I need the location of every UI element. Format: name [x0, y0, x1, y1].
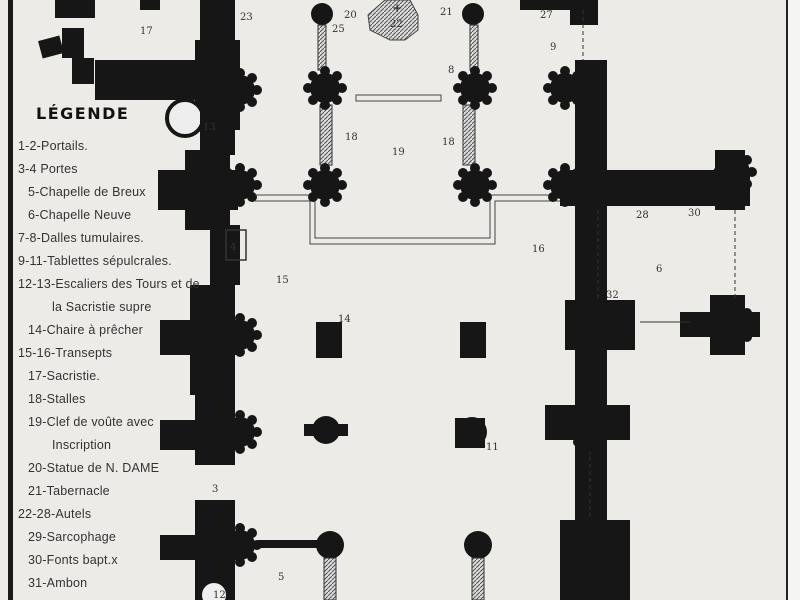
label-9: 9 — [550, 42, 556, 53]
label-13: 13 — [203, 122, 216, 133]
pier — [218, 163, 262, 207]
label-5: 5 — [278, 572, 284, 583]
label-18-left: 18 — [345, 132, 358, 143]
legend-item: 31-Ambon — [28, 576, 88, 590]
legend-item: 6-Chapelle Neuve — [28, 208, 132, 222]
chapel-6-outline — [582, 10, 736, 520]
label-28: 28 — [636, 210, 649, 221]
pier — [543, 163, 587, 207]
pier — [568, 303, 612, 347]
legend-item: 29-Sarcophage — [28, 530, 117, 544]
pier — [218, 68, 262, 112]
pier — [543, 66, 587, 110]
door-4 — [225, 229, 247, 261]
label-21: 21 — [440, 7, 453, 18]
choir: + — [255, 0, 560, 245]
legend-item: 12-13-Escaliers des Tours et de — [18, 277, 200, 291]
pier — [303, 66, 347, 110]
pier — [453, 163, 497, 207]
pier — [568, 523, 612, 567]
legend-item: 22-28-Autels — [18, 507, 92, 521]
pier — [303, 163, 347, 207]
pier — [453, 66, 497, 110]
label-20: 20 — [344, 10, 357, 21]
pier — [568, 408, 612, 452]
legend-item: 1-2-Portails. — [18, 139, 88, 153]
legend-item: 18-Stalles — [28, 392, 86, 406]
pier — [218, 313, 262, 357]
stalls-18-right — [462, 104, 476, 166]
svg-text:+: + — [392, 1, 402, 15]
legend-item: 9-11-Tablettes sépulcrales. — [18, 254, 172, 268]
label-23: 23 — [240, 12, 253, 23]
legend-item: 20-Statue de N. DAME — [28, 461, 160, 475]
label-27: 27 — [540, 10, 553, 21]
label-22: 22 — [390, 19, 403, 30]
pier — [218, 410, 262, 454]
label-18-right: 18 — [442, 137, 455, 148]
legend-item: Inscription — [52, 438, 112, 452]
label-4: 4 — [230, 242, 236, 253]
legend-item: 5-Chapelle de Breux — [28, 185, 146, 199]
nave-piers — [258, 322, 492, 600]
legend-item: 30-Fonts bapt.x — [28, 553, 118, 567]
label-17: 17 — [140, 26, 153, 37]
pier — [218, 523, 262, 567]
pier — [713, 150, 757, 194]
label-6: 6 — [656, 264, 662, 275]
label-25: 25 — [332, 24, 345, 35]
frame-border — [8, 0, 13, 600]
legend-item: 14-Chaire à prêcher — [28, 323, 143, 337]
label-19: 19 — [392, 147, 405, 158]
legend-item: la Sacristie supre — [52, 300, 152, 314]
label-14: 14 — [338, 314, 351, 325]
label-11: 11 — [486, 442, 499, 453]
label-12: 12 — [213, 590, 226, 600]
label-32: 32 — [606, 290, 619, 301]
legend-title: LÉGENDE — [36, 104, 130, 123]
legend-item: 15-16-Transepts — [18, 346, 113, 360]
legend-item: 7-8-Dalles tumulaires. — [18, 231, 144, 245]
legend-item: 17-Sacristie. — [28, 369, 101, 383]
page-edge — [786, 0, 800, 600]
label-3: 3 — [212, 484, 218, 495]
legend-item: 3-4 Portes — [18, 162, 78, 176]
label-8: 8 — [448, 65, 454, 76]
legend-item: 19-Clef de voûte avec — [28, 415, 154, 429]
label-30: 30 — [688, 208, 701, 219]
legend-item: 21-Tabernacle — [28, 484, 110, 498]
altar-22 — [367, 0, 419, 41]
label-15: 15 — [276, 275, 289, 286]
legend: LÉGENDE 1-2-Portails. 3-4 Portes 5-Chape… — [18, 104, 200, 595]
pier — [713, 303, 757, 347]
stalls-18-left — [319, 104, 333, 166]
label-16: 16 — [532, 244, 545, 255]
